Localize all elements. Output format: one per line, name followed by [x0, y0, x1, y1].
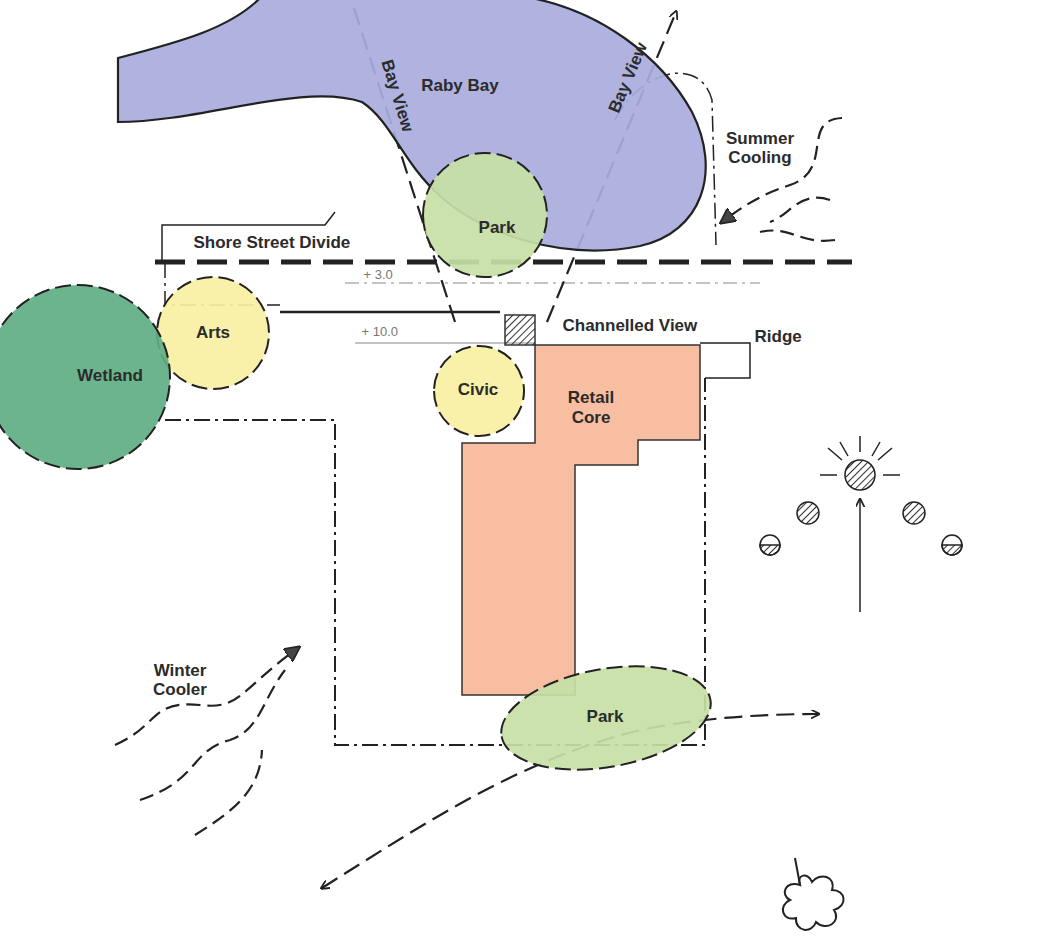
- civic-zone: Civic: [433, 345, 525, 437]
- zone-label: Wetland: [60, 366, 160, 386]
- zone-shape: [434, 346, 524, 436]
- ridge-label: Ridge: [752, 327, 805, 347]
- zone-shape: [0, 285, 170, 469]
- zone-shape: [462, 345, 700, 695]
- park-zone: Park: [500, 665, 710, 771]
- sun-symbol: [903, 502, 925, 524]
- sun-path-symbol: [760, 436, 962, 612]
- sun-symbol: [760, 545, 780, 555]
- ridge-line: [280, 311, 500, 314]
- sun-rays: [820, 436, 900, 475]
- zone-label: Arts: [168, 323, 258, 343]
- zone-outline: [420, 150, 550, 280]
- sun-symbol: [797, 502, 819, 524]
- wind-arrow: [195, 750, 262, 835]
- wind-arrow: [760, 230, 835, 240]
- zone-label: Retail Core: [551, 388, 631, 427]
- wind-arrow: [770, 198, 830, 222]
- retail-block: Retail Core: [462, 345, 700, 695]
- zone-outline: [110, 0, 730, 260]
- zone-label: Civic: [443, 380, 513, 400]
- zone-shape: [118, 0, 706, 250]
- wetland-zone: Wetland: [0, 285, 170, 470]
- zone-label: Park: [565, 707, 645, 727]
- street-label: Shore Street Divide: [194, 233, 351, 253]
- zone-shape: [157, 277, 269, 389]
- view-label: Channelled View: [560, 316, 701, 336]
- level-label: + 10.0: [362, 325, 399, 340]
- zone-shape: [423, 153, 547, 277]
- park-zone: Park: [420, 150, 550, 280]
- water-body: Raby Bay: [110, 0, 730, 260]
- north-flower: [783, 876, 844, 930]
- sun-symbol: [845, 460, 875, 490]
- sun-arrow: [859, 500, 861, 612]
- wind-label: Summer Cooling: [720, 129, 800, 168]
- zone-label: Park: [457, 218, 537, 238]
- zone-shape: [493, 651, 719, 784]
- level-label: + 3.0: [364, 268, 393, 283]
- arts-zone: Arts: [155, 275, 271, 391]
- channel-marker: [505, 315, 535, 345]
- contour-line: [345, 282, 760, 283]
- zone-label: Raby Bay: [400, 76, 520, 96]
- sun-symbol: [942, 535, 962, 555]
- wind-label: Winter Cooler: [140, 661, 220, 700]
- wind-arrow: [115, 648, 298, 745]
- north-symbol: [783, 858, 844, 930]
- sun-symbol: [760, 535, 780, 555]
- sun-symbol: [942, 545, 962, 555]
- ridge-boundary: [700, 343, 750, 378]
